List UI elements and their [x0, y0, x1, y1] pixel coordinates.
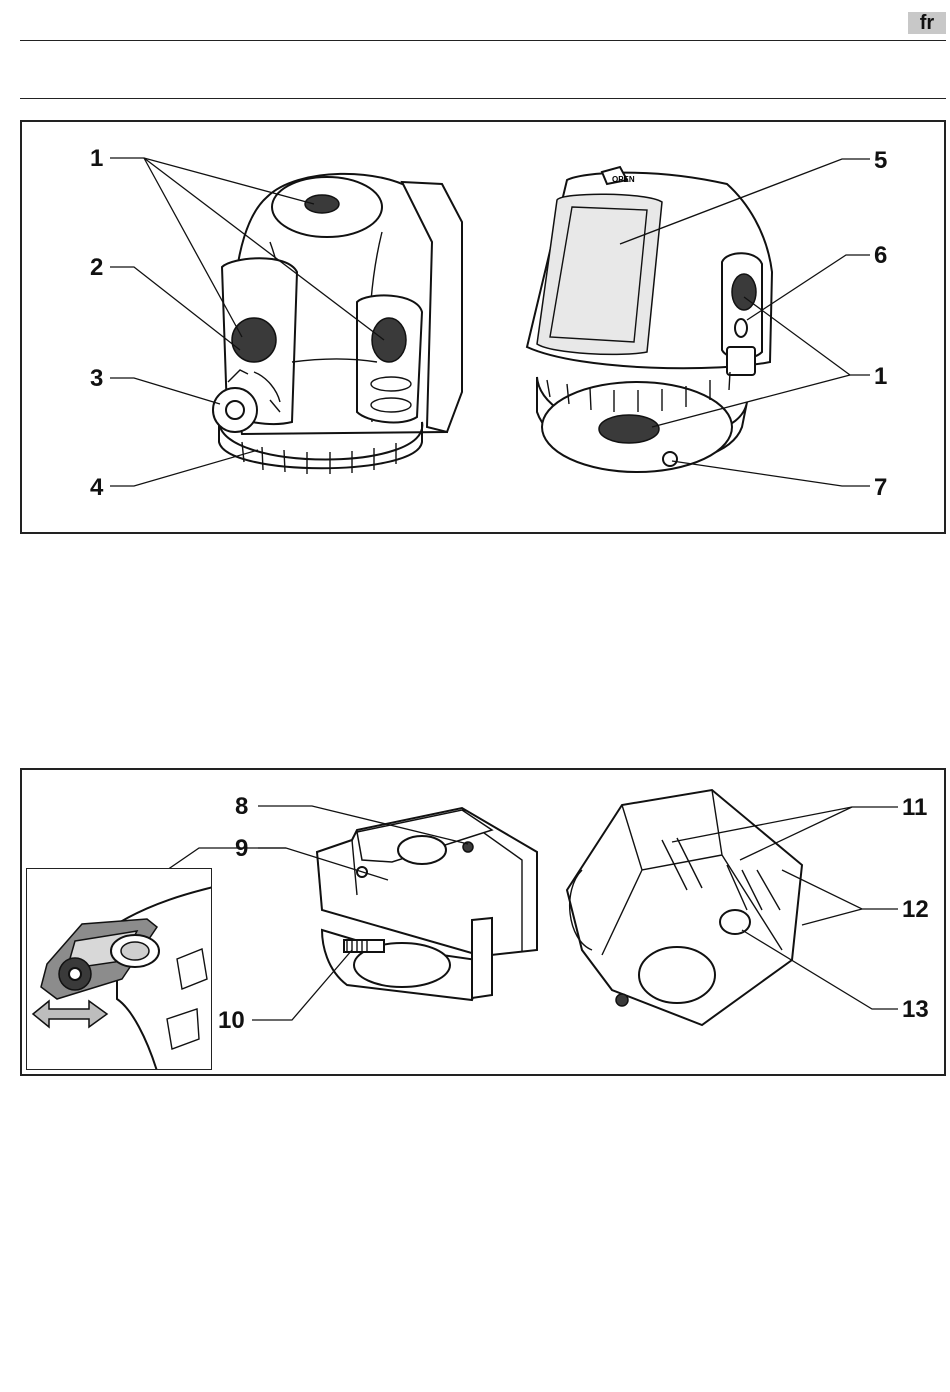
- header-rule-bottom: [20, 98, 946, 99]
- callout-5: 5: [874, 147, 887, 174]
- callout-12: 12: [902, 896, 929, 923]
- callout-1-front: 1: [90, 145, 103, 172]
- open-label: OPEN: [612, 175, 635, 184]
- mounting-bracket: [317, 808, 537, 1000]
- callout-4: 4: [90, 474, 104, 501]
- inset-detail-slider: [26, 868, 212, 1070]
- callout-10: 10: [218, 1007, 245, 1034]
- figure-1-drawing: OPEN 1 2 3 4 5 6 1 7: [22, 122, 944, 532]
- inset-drawing: [27, 869, 212, 1070]
- laser-device-front: [213, 174, 462, 474]
- callout-7: 7: [874, 474, 887, 501]
- callout-8: 8: [235, 793, 248, 820]
- header-rule-top: [20, 40, 946, 41]
- callout-13: 13: [902, 996, 929, 1023]
- callout-6: 6: [874, 242, 887, 269]
- figure-1-panel: OPEN 1 2 3 4 5 6 1 7: [20, 120, 946, 534]
- figure-2-panel: 8 9 10 11 12 13: [20, 768, 946, 1076]
- callout-1-back: 1: [874, 363, 887, 390]
- laser-device-back: OPEN: [527, 167, 772, 472]
- callout-11: 11: [902, 794, 927, 821]
- language-badge: fr: [908, 12, 946, 34]
- callout-3: 3: [90, 365, 103, 392]
- wall-mount-holder: [567, 790, 802, 1025]
- callout-2: 2: [90, 254, 103, 281]
